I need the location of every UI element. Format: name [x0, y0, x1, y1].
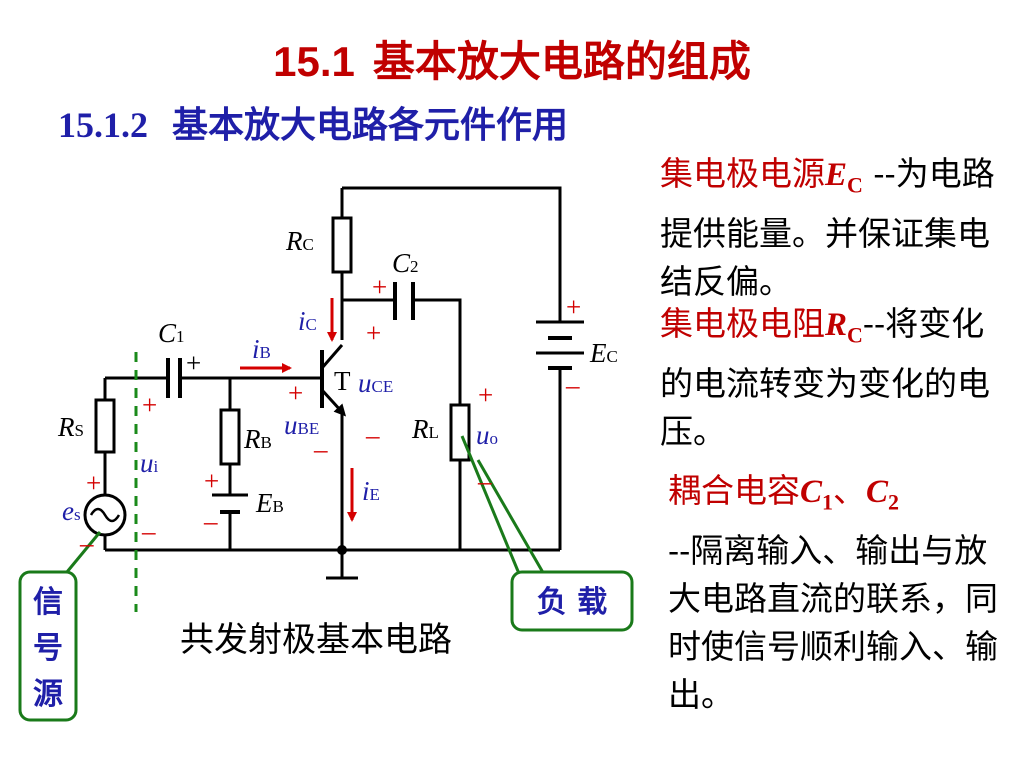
page-subtitle: 15.1.2 基本放大电路各元件作用 [58, 96, 568, 148]
desc-body: 变化的电流转变为变化的电压。 [660, 304, 990, 451]
description-collector-source: 集电极电源EC --为电路提供能量。并保证集电结反偏。 [660, 150, 1000, 306]
label-ie: iE [362, 476, 380, 506]
label-eb: EB [255, 488, 284, 518]
plus-uce: + [366, 318, 381, 348]
polarity-signs: + + – + – + + – + – + – + – + – [79, 272, 581, 558]
minus-ec: – [565, 370, 580, 400]
label-rs: RS [57, 412, 84, 442]
plus-ec: + [566, 292, 581, 322]
page-title: 15.1 基本放大电路的组成 [0, 28, 1024, 89]
desc-symbol: EC [825, 157, 863, 198]
plus-ube: + [288, 378, 303, 408]
minus-ube: – [313, 434, 328, 464]
load-box-label: 负 载 [537, 585, 607, 620]
resistor-rb [219, 408, 241, 466]
title-number: 15.1 [273, 38, 355, 85]
pointer-lines [60, 435, 547, 579]
source-box-char: 源 [33, 677, 63, 712]
plus-ui: + [142, 390, 157, 420]
minus-eb: – [203, 506, 218, 536]
plus-eb: + [204, 466, 219, 496]
source-box-char: 信 [33, 585, 63, 620]
desc-symbol-2: C2 [866, 474, 900, 515]
desc-head: 耦合电容 [668, 471, 800, 510]
label-uo: uo [476, 420, 498, 450]
desc-dash: --为 [862, 154, 929, 193]
circuit-caption: 共发射极基本电路 [180, 620, 452, 660]
resistor-rc [331, 216, 353, 274]
desc-sep: 、 [833, 471, 867, 510]
label-ib: iB [252, 334, 271, 364]
signal-source-box [18, 570, 78, 722]
capacitors [166, 282, 415, 398]
label-transistor: T [334, 366, 351, 396]
label-rc: RC [285, 226, 314, 256]
description-collector-resistor: 集电极电阻RC--将变化的电流转变为变化的电压。 [660, 300, 1000, 456]
desc-symbol: C1 [800, 474, 834, 515]
battery-eb [212, 493, 248, 514]
minus-ui: – [141, 516, 156, 546]
subtitle-number: 15.1.2 [58, 105, 148, 145]
desc-symbol: RC [825, 307, 863, 348]
load-box [510, 570, 634, 632]
sine-icon [89, 507, 121, 523]
label-ic: iC [298, 306, 317, 336]
resistors [94, 216, 471, 466]
desc-body: 电路提供能量。并保证集电结反偏。 [660, 154, 995, 301]
label-ui: ui [140, 448, 159, 478]
desc-head: 集电极电源 [660, 154, 825, 193]
circuit-wires [103, 186, 562, 580]
desc-dash: --将 [862, 304, 919, 343]
battery-ec [536, 320, 584, 370]
minus-uo: – [477, 466, 492, 496]
title-text: 基本放大电路的组成 [372, 37, 751, 86]
minus-es: – [79, 528, 94, 558]
resistor-rl [449, 403, 471, 462]
label-c1: C1 [158, 318, 185, 348]
resistor-rs [94, 398, 116, 454]
desc-head: 集电极电阻 [660, 304, 825, 343]
label-c2: C2 [392, 248, 419, 278]
label-rl: RL [411, 414, 439, 444]
desc-body: --隔离输入、输出与放大电路直流的联系，同时使信号顺利输入、输出。 [668, 530, 998, 714]
label-ec: EC [589, 338, 618, 368]
subtitle-text: 基本放大电路各元件作用 [172, 104, 569, 146]
plus-uo: + [478, 380, 493, 410]
label-es: es [62, 496, 81, 526]
label-uce: uCE [358, 368, 393, 398]
plus-c1: + [186, 348, 201, 378]
minus-uce: – [365, 420, 380, 450]
description-coupling-capacitors: 耦合电容C1、C2 --隔离输入、输出与放大电路直流的联系，同时使信号顺利输入、输… [668, 467, 1008, 719]
junction-dot [337, 545, 347, 555]
current-arrows [240, 298, 357, 522]
label-ube: uBE [284, 410, 319, 440]
plus-es: + [86, 468, 101, 498]
source-box-char: 号 [33, 631, 63, 666]
label-rb: RB [243, 424, 272, 454]
plus-c2: + [372, 272, 387, 302]
